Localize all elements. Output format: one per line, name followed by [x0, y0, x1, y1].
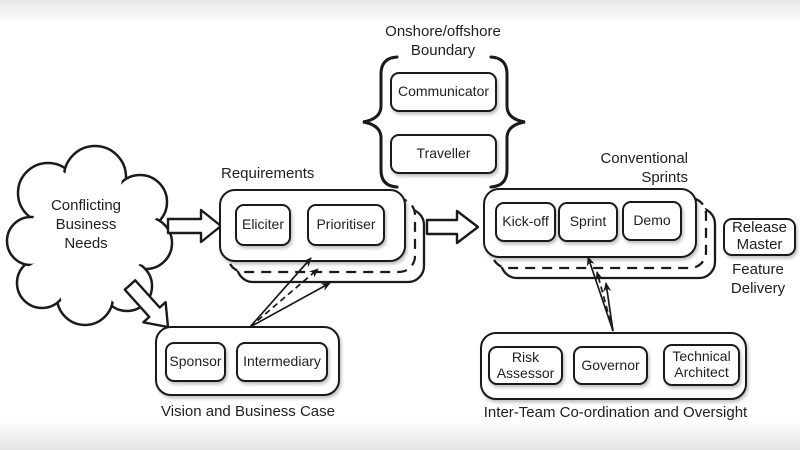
demo-stage-label: Demo [633, 212, 671, 229]
risk-assessor-label-line2: Assessor [496, 364, 555, 381]
oversight-to-sprints-arrow-back [603, 282, 614, 332]
conventional-sprints-label-line2: Sprints [641, 168, 688, 186]
sprint-stage-box: Sprint [558, 202, 618, 242]
eliciter-role-box: Eliciter [235, 204, 291, 246]
inter-team-oversight-label: Inter-Team Co-ordination and Oversight [483, 404, 748, 421]
requirements-to-sprints-arrow [425, 209, 480, 245]
feature-delivery-label-line2: Delivery [730, 279, 786, 297]
feature-delivery-label-line1: Feature [732, 261, 784, 278]
kickoff-stage-box: Kick-off [495, 202, 556, 242]
sponsor-role-label: Sponsor [169, 353, 222, 370]
sprint-stage-label: Sprint [569, 213, 607, 230]
governor-role-box: Governor [573, 346, 648, 385]
boundary-left-brace [362, 55, 399, 189]
intermediary-role-box: Intermediary [236, 342, 328, 382]
boundary-right-brace [489, 55, 526, 189]
cloud-label-line2: Business [55, 216, 117, 234]
demo-stage-box: Demo [622, 201, 682, 241]
onshore-boundary-label-line2: Boundary [410, 41, 476, 59]
vision-to-requirements-arrow-front [249, 257, 312, 328]
release-master-label-line1: Release [731, 219, 788, 237]
prioritiser-role-label: Prioritiser [316, 216, 376, 233]
prioritiser-role-box: Prioritiser [307, 204, 385, 246]
conventional-sprints-label: Conventional Sprints [570, 150, 688, 188]
risk-assessor-role-box: Risk Assessor [488, 346, 563, 385]
cloud-label-line3: Needs [64, 235, 108, 253]
eliciter-role-label: Eliciter [241, 216, 284, 233]
cloud-label: Conflicting Business Needs [33, 196, 139, 253]
requirements-label: Requirements [221, 165, 315, 182]
kickoff-stage-label: Kick-off [502, 213, 549, 230]
cloud-to-requirements-arrow [166, 208, 223, 244]
conventional-sprints-label-line1: Conventional [600, 150, 688, 167]
release-master-role-box: Release Master [723, 218, 796, 256]
cloud-label-line1: Conflicting [50, 197, 122, 214]
traveller-role-box: Traveller [390, 134, 497, 174]
sponsor-role-box: Sponsor [165, 342, 226, 382]
risk-assessor-label-line1: Risk [511, 348, 540, 365]
cloud-fill [11, 150, 168, 321]
technical-architect-role-box: Technical Architect [663, 344, 740, 386]
feature-delivery-label: Feature Delivery [710, 261, 800, 299]
technical-architect-label-line1: Technical [672, 348, 731, 365]
cloud-to-vision-arrow [123, 279, 170, 329]
vision-business-case-label: Vision and Business Case [161, 403, 335, 420]
technical-architect-label-line2: Architect [674, 364, 729, 380]
vision-to-requirements-arrow-back [249, 282, 331, 328]
communicator-role-box: Communicator [390, 72, 497, 112]
onshore-boundary-label-line1: Onshore/offshore [385, 23, 501, 40]
intermediary-role-label: Intermediary [243, 353, 321, 370]
traveller-role-label: Traveller [416, 145, 471, 162]
communicator-role-label: Communicator [397, 83, 490, 100]
oversight-to-sprints-arrow-dashed [595, 271, 614, 332]
onshore-boundary-label: Onshore/offshore Boundary [353, 23, 533, 61]
release-master-label-line2: Master [736, 236, 783, 253]
governor-role-label: Governor [581, 356, 640, 373]
vision-to-requirements-arrow-dashed [249, 268, 319, 328]
